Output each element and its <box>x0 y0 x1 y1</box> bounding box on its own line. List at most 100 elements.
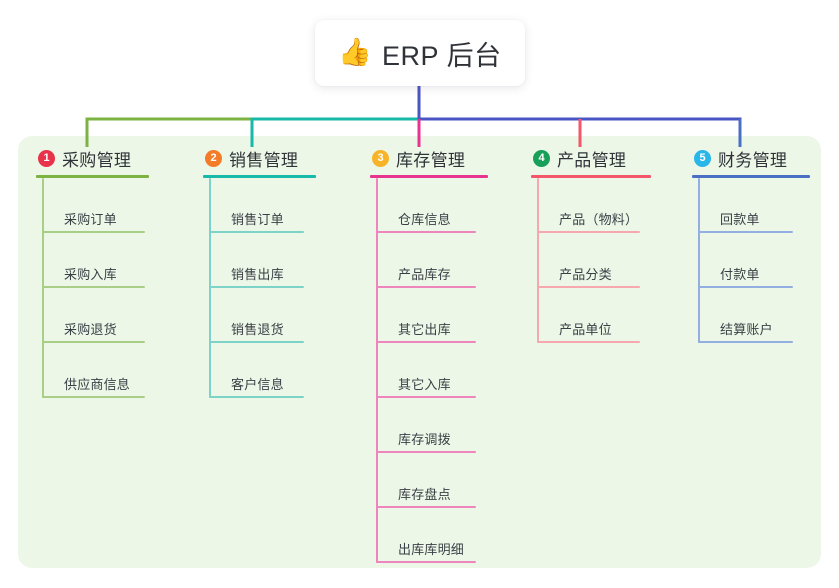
branch-items: 产品（物料） 产品分类产品单位 <box>537 178 651 343</box>
branch-item-label: 销售出库 <box>231 267 284 282</box>
branch-item[interactable]: 采购退货 <box>42 288 149 343</box>
branch-underline <box>692 175 810 178</box>
branch-item[interactable]: 产品单位 <box>537 288 651 343</box>
branch-item-underline <box>209 396 304 398</box>
branch-item[interactable]: 销售出库 <box>209 233 316 288</box>
branch-5[interactable]: 5 财务管理回款单付款单结算账户 <box>692 146 810 343</box>
branch-item-underline <box>376 341 476 343</box>
branch-item-label: 回款单 <box>720 212 760 227</box>
branch-spine <box>209 178 211 398</box>
branch-spine <box>698 178 700 343</box>
branches-panel <box>18 136 821 568</box>
branch-item-underline <box>209 286 304 288</box>
branch-item-underline <box>42 396 145 398</box>
branch-item-label: 销售退货 <box>231 322 284 337</box>
branch-item-underline <box>376 451 476 453</box>
branch-item[interactable]: 供应商信息 <box>42 343 149 398</box>
branch-item-underline <box>376 286 476 288</box>
branch-item-label: 库存盘点 <box>398 487 451 502</box>
branch-item[interactable]: 产品（物料） <box>537 178 651 233</box>
branch-item-underline <box>698 341 793 343</box>
branch-item-underline <box>698 231 793 233</box>
branch-2[interactable]: 2 销售管理销售订单销售出库销售退货客户信息 <box>203 146 316 398</box>
branch-underline <box>531 175 651 178</box>
branch-label: 采购管理 <box>62 150 132 170</box>
branch-items: 回款单付款单结算账户 <box>698 178 810 343</box>
branch-item-underline <box>376 506 476 508</box>
branch-item-label: 付款单 <box>720 267 760 282</box>
branch-item-label: 产品（物料） <box>559 212 639 227</box>
branch-label: 产品管理 <box>557 150 627 170</box>
branch-item[interactable]: 库存盘点 <box>376 453 488 508</box>
branch-item-label: 产品库存 <box>398 267 451 282</box>
branch-number-badge: 5 <box>694 149 711 167</box>
branch-item[interactable]: 仓库信息 <box>376 178 488 233</box>
branch-item-underline <box>209 341 304 343</box>
branch-item-label: 结算账户 <box>720 322 773 337</box>
branch-label: 销售管理 <box>229 150 299 170</box>
branch-items: 采购订单采购入库采购退货供应商信息 <box>42 178 149 398</box>
branch-item-underline <box>537 231 640 233</box>
root-node[interactable]: 👍 ERP 后台 <box>315 20 525 86</box>
branch-item-label: 出库库明细 <box>398 542 465 557</box>
branch-item-label: 采购入库 <box>64 267 117 282</box>
branch-header-4[interactable]: 4 产品管理 <box>531 146 651 170</box>
branch-4[interactable]: 4 产品管理产品（物料） 产品分类产品单位 <box>531 146 651 343</box>
branch-item-underline <box>376 396 476 398</box>
branch-number-badge: 4 <box>533 149 550 167</box>
branch-item[interactable]: 库存调拨 <box>376 398 488 453</box>
branch-3[interactable]: 3 库存管理仓库信息产品库存其它出库其它入库库存调拨库存盘点出库库明细 <box>370 146 488 563</box>
branch-item[interactable]: 回款单 <box>698 178 810 233</box>
branch-header-5[interactable]: 5 财务管理 <box>692 146 810 170</box>
branch-item-underline <box>376 231 476 233</box>
branch-item[interactable]: 出库库明细 <box>376 508 488 563</box>
branch-spine <box>42 178 44 398</box>
branch-header-3[interactable]: 3 库存管理 <box>370 146 488 170</box>
branch-number-badge: 2 <box>205 149 222 167</box>
branch-item-label: 库存调拨 <box>398 432 451 447</box>
branch-underline <box>203 175 316 178</box>
branch-label: 库存管理 <box>396 150 466 170</box>
branch-item-label: 产品单位 <box>559 322 612 337</box>
branch-item-label: 其它出库 <box>398 322 451 337</box>
branch-spine <box>537 178 539 343</box>
root-title: ERP 后台 <box>382 40 502 71</box>
branch-item[interactable]: 采购入库 <box>42 233 149 288</box>
branch-items: 仓库信息产品库存其它出库其它入库库存调拨库存盘点出库库明细 <box>376 178 488 563</box>
thumbs-up-icon: 👍 <box>338 36 373 67</box>
branch-header-2[interactable]: 2 销售管理 <box>203 146 316 170</box>
branch-item[interactable]: 付款单 <box>698 233 810 288</box>
branch-underline <box>36 175 149 178</box>
branch-item-label: 采购订单 <box>64 212 117 227</box>
branch-item-label: 销售订单 <box>231 212 284 227</box>
branch-item[interactable]: 采购订单 <box>42 178 149 233</box>
branch-item-underline <box>537 341 640 343</box>
branch-item[interactable]: 其它出库 <box>376 288 488 343</box>
branch-item-underline <box>42 231 145 233</box>
branch-spine <box>376 178 378 563</box>
branch-item-underline <box>698 286 793 288</box>
branch-item[interactable]: 销售订单 <box>209 178 316 233</box>
branch-item-underline <box>42 286 145 288</box>
branch-item[interactable]: 客户信息 <box>209 343 316 398</box>
branch-item-underline <box>209 231 304 233</box>
branch-item[interactable]: 结算账户 <box>698 288 810 343</box>
branch-item-label: 产品分类 <box>559 267 612 282</box>
branch-item-label: 采购退货 <box>64 322 117 337</box>
branch-label: 财务管理 <box>718 150 788 170</box>
branch-item[interactable]: 产品库存 <box>376 233 488 288</box>
branch-item-underline <box>376 561 476 563</box>
branch-item[interactable]: 其它入库 <box>376 343 488 398</box>
branch-item-underline <box>537 286 640 288</box>
branch-item-label: 供应商信息 <box>64 377 131 392</box>
branch-item[interactable]: 销售退货 <box>209 288 316 343</box>
branch-item[interactable]: 产品分类 <box>537 233 651 288</box>
branch-item-underline <box>42 341 145 343</box>
branch-number-badge: 3 <box>372 149 389 167</box>
branch-items: 销售订单销售出库销售退货客户信息 <box>209 178 316 398</box>
branch-item-label: 客户信息 <box>231 377 284 392</box>
branch-item-label: 仓库信息 <box>398 212 451 227</box>
